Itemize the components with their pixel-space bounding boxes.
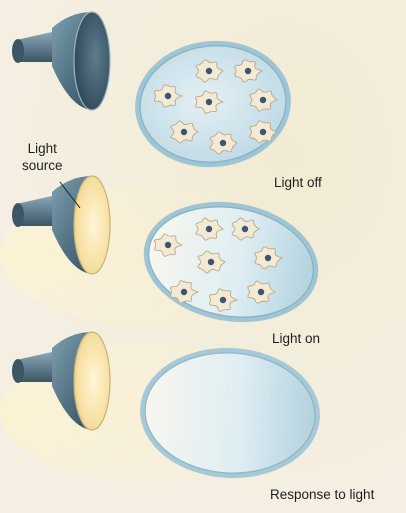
label-pointer-line bbox=[59, 181, 81, 209]
amoeba-icon bbox=[195, 217, 224, 241]
amoeba-icon bbox=[170, 120, 199, 144]
amoeba-icon bbox=[234, 59, 264, 83]
amoeba-icon bbox=[249, 88, 278, 112]
amoeba-icon bbox=[249, 120, 278, 144]
light-on-caption: Light on bbox=[272, 331, 321, 346]
light-source-label: Light source bbox=[22, 140, 63, 174]
light-source-label-line1: Light bbox=[27, 141, 57, 156]
amoeba-layer bbox=[153, 59, 283, 312]
amoeba-icon bbox=[197, 250, 226, 274]
amoeba-icon bbox=[195, 90, 225, 114]
amoeba-icon bbox=[209, 288, 239, 312]
amoeba-icon bbox=[154, 233, 184, 257]
amoeba-icon bbox=[247, 280, 276, 304]
amoeba-icon bbox=[254, 246, 283, 270]
amoeba-icon bbox=[195, 59, 224, 83]
lamp-on-icon bbox=[12, 331, 111, 431]
light-source-label-line2: source bbox=[22, 158, 63, 173]
amoeba-icon bbox=[231, 217, 260, 241]
lamp-off-icon bbox=[12, 11, 111, 111]
lamp-on-icon bbox=[12, 175, 111, 275]
petri-dish-response bbox=[140, 347, 320, 479]
response-caption: Response to light bbox=[270, 487, 375, 502]
amoeba-icon bbox=[153, 84, 184, 108]
amoeba-icon bbox=[170, 280, 200, 304]
amoeba-icon bbox=[209, 131, 238, 155]
light-off-caption: Light off bbox=[274, 175, 322, 190]
